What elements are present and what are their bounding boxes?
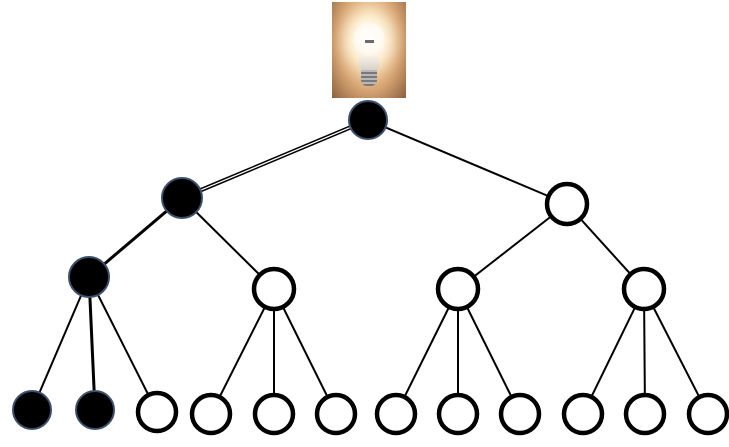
node-l3-10	[561, 392, 605, 436]
node-l3-2	[75, 390, 115, 430]
edge-l2-c-l3-9	[457, 288, 521, 415]
edge-l2-a-l3-1	[31, 276, 90, 411]
node-l3-11	[623, 392, 667, 436]
light-bulb-icon	[332, 2, 406, 98]
bulb-label	[365, 40, 374, 43]
node-l3-9	[498, 392, 542, 436]
bulb-neck	[359, 56, 379, 70]
edge-root-l1-a	[181, 120, 369, 201]
node-l2-d	[621, 266, 667, 312]
edge-l1-b-l2-c	[457, 203, 568, 290]
node-l3-4	[189, 392, 233, 436]
edge-l2-c-l3-7	[395, 288, 459, 415]
node-l1-b	[544, 181, 590, 227]
node-l3-5	[252, 392, 296, 436]
edge-root-l1-a	[181, 117, 369, 198]
edge-l2-d-l3-10	[582, 288, 645, 415]
node-l3-3	[135, 390, 179, 434]
edge-l2-b-l3-6	[273, 288, 337, 415]
node-l3-1	[12, 390, 52, 430]
node-root	[348, 100, 388, 140]
bulb-screw-base	[361, 70, 377, 86]
node-l3-6	[314, 392, 358, 436]
node-l3-12	[686, 392, 729, 436]
node-l2-a	[68, 256, 110, 298]
edge-l2-d-l3-12	[643, 288, 709, 415]
node-l2-c	[435, 266, 481, 312]
edge-root-l1-b	[367, 119, 568, 205]
node-l3-7	[374, 392, 418, 436]
edge-l2-a-l3-2	[87, 276, 97, 411]
node-l3-8	[436, 392, 480, 436]
edge-l2-a-l3-3	[88, 276, 158, 413]
edge-l2-b-l3-4	[210, 288, 275, 415]
node-l1-a	[161, 177, 203, 219]
node-l2-b	[251, 266, 297, 312]
